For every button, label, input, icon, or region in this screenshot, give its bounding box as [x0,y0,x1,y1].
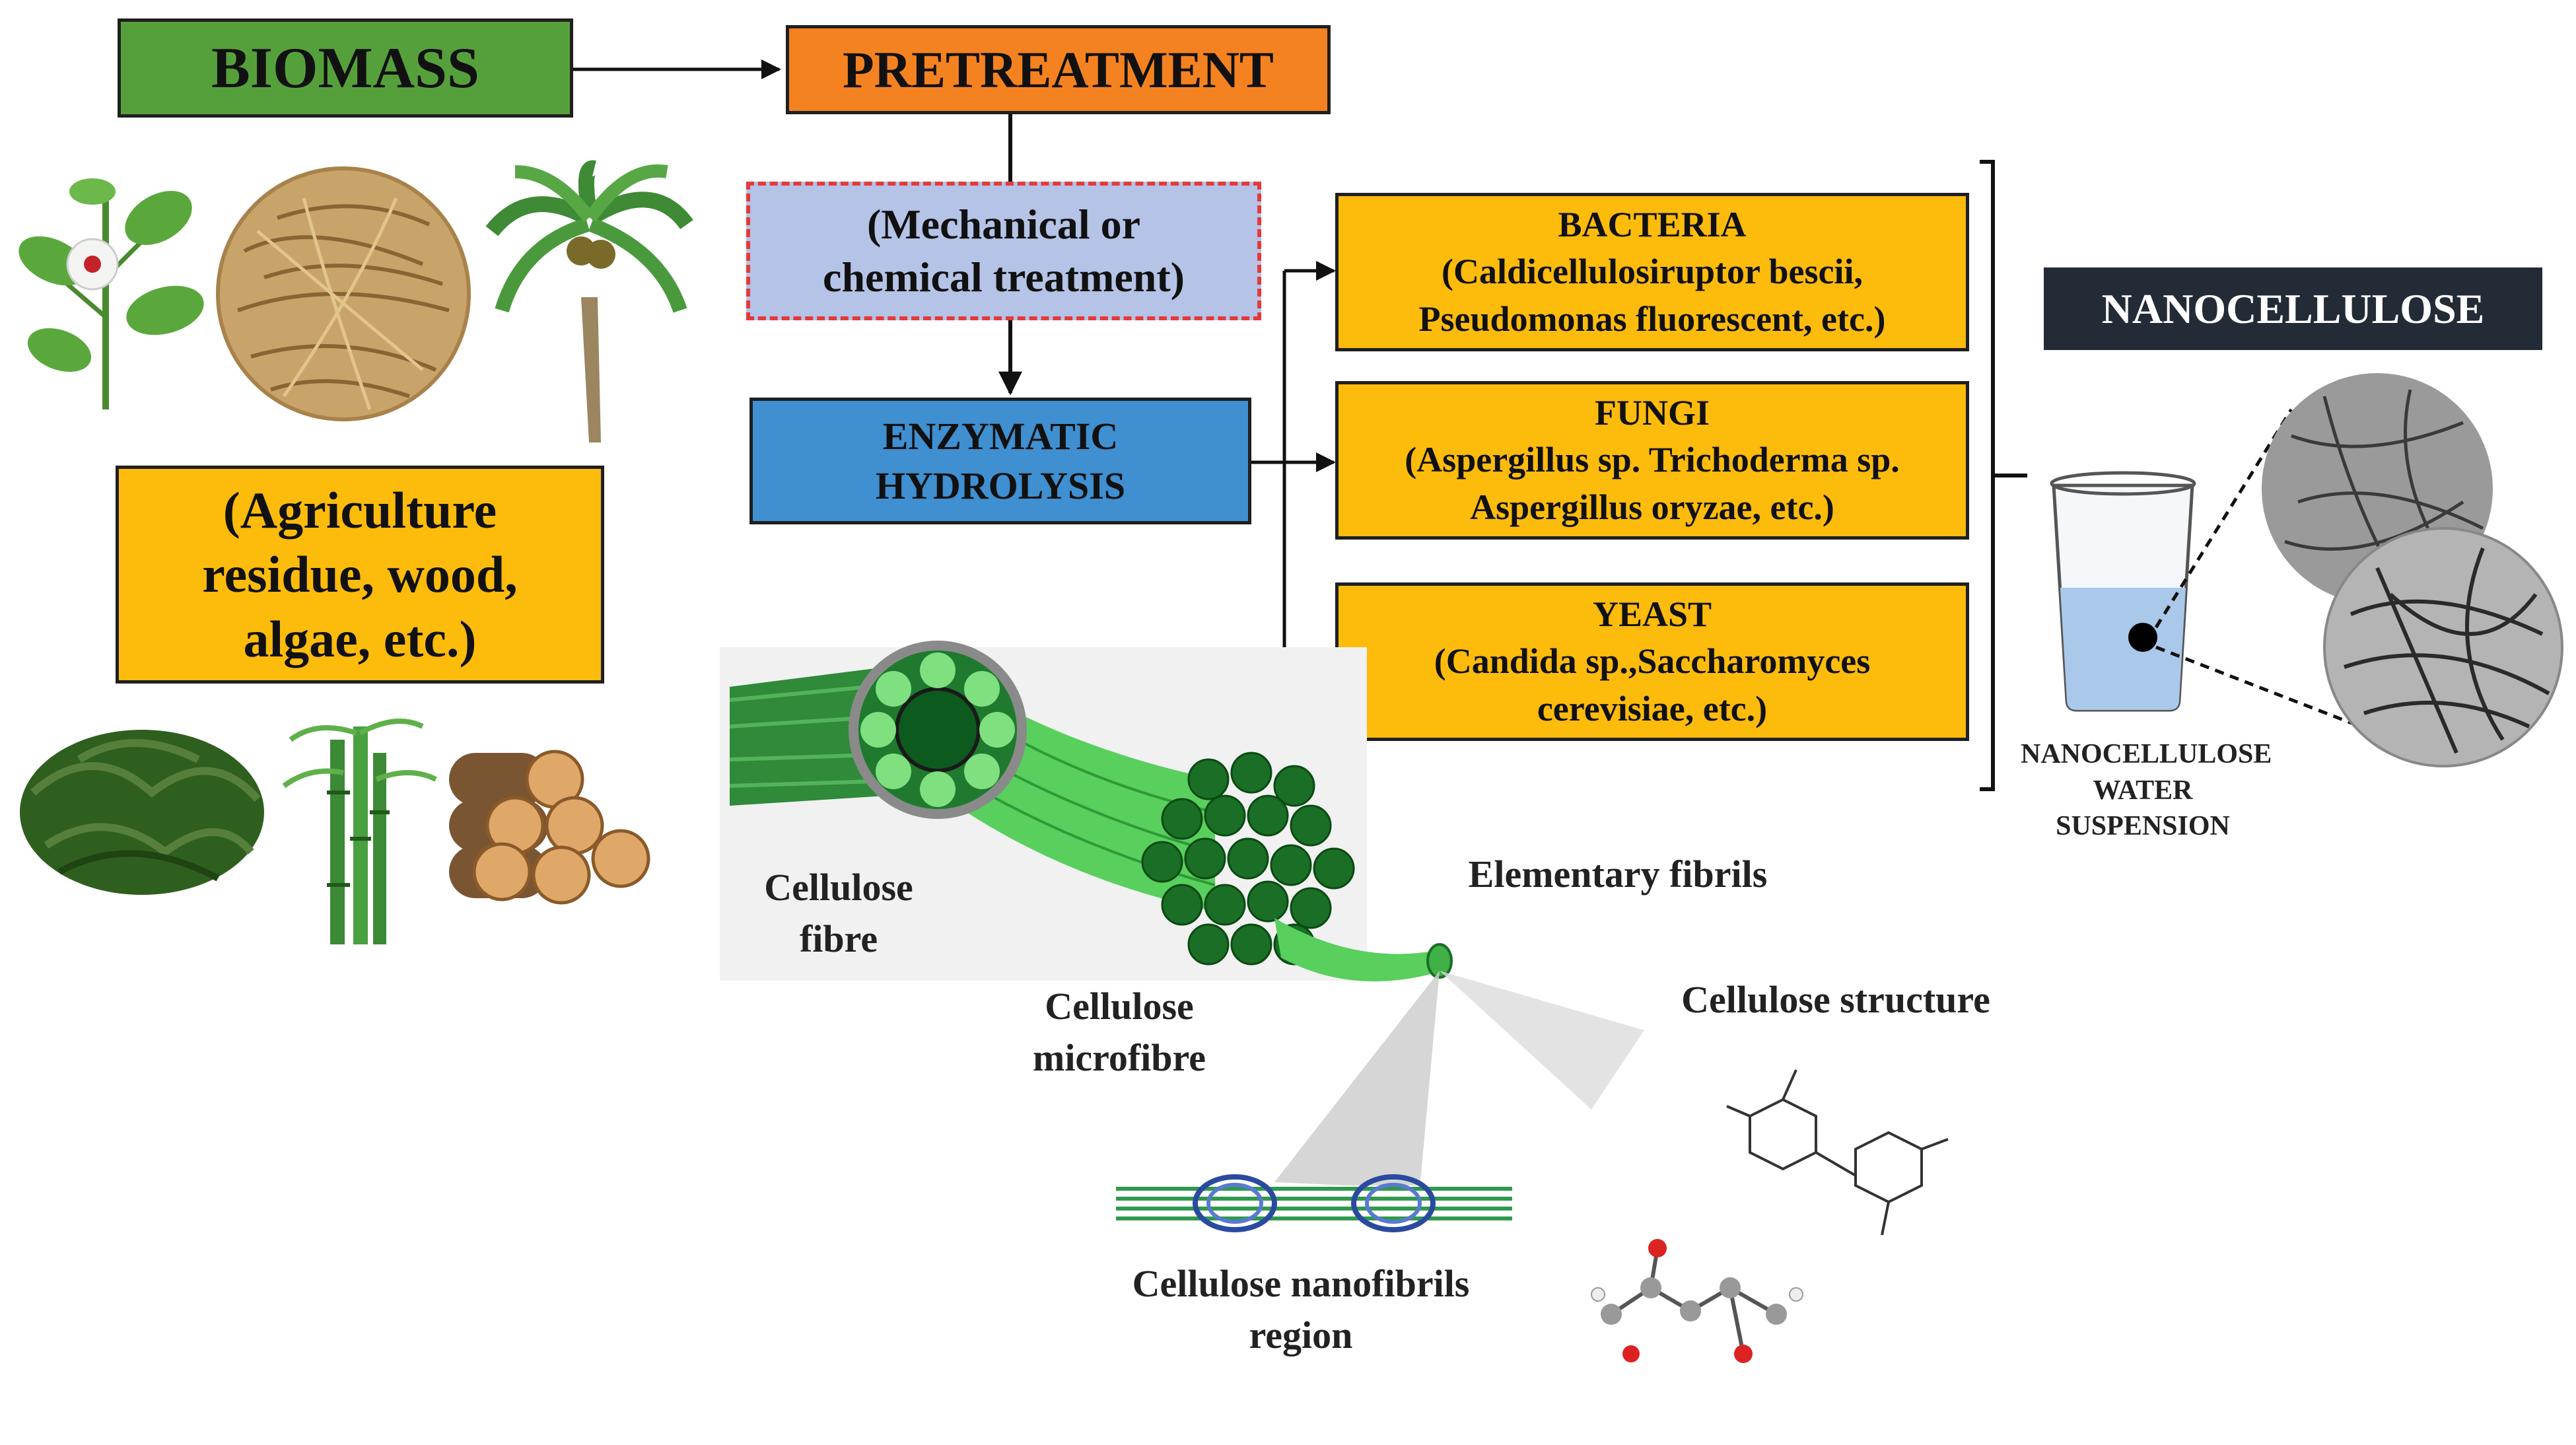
sources-line3: algae, etc.) [243,610,477,668]
sources-line2: residue, wood, [202,546,518,604]
nanocellulose-title: NANOCELLULOSE [2101,285,2485,332]
cellulose-structure-label: Cellulose structure [1644,977,2027,1022]
fungi-title: FUNGI [1595,393,1710,433]
cellulose-structure-diagram [1726,1069,1949,1236]
bamboo-icon [282,719,437,944]
fungi-line1: (Aspergillus sp. Trichoderma sp. [1405,440,1900,480]
tem-image-2 [2323,527,2563,767]
bacteria-box: BACTERIA (Caldicellulosiruptor bescii, P… [1335,193,1969,351]
pretreatment-method-line2: chemical treatment) [823,254,1185,300]
bacteria-line2: Pseudomonas fluorescent, etc.) [1418,299,1886,339]
cellulose-microfibre-line2: microfibre [1033,1036,1206,1080]
elementary-fibril [1274,918,1443,981]
cellulose-nanofibrils-line1: Cellulose nanofibrils [1132,1262,1470,1305]
cellulose-nanofibrils-line2: region [1249,1314,1353,1357]
elementary-fibrils-label: Elementary fibrils [1433,852,1803,896]
cellulose-microfibre-line1: Cellulose [1045,985,1194,1028]
pretreatment-title: PRETREATMENT [843,40,1274,98]
palm-tree-icon [485,160,693,442]
suspension-label: NANOCELLULOSE WATER SUSPENSION [2021,736,2272,845]
straw-residue-icon [216,166,471,421]
enzymatic-hydrolysis-box: ENZYMATIC HYDROLYSIS [749,398,1251,524]
pretreatment-box: PRETREATMENT [786,25,1331,114]
cellulose-fibre-line2: fibre [799,917,878,961]
nanofibrils-region-icon [1116,1174,1512,1232]
nanocellulose-box: NANOCELLULOSE [2044,267,2542,350]
bacteria-title: BACTERIA [1558,205,1747,245]
biomass-box: BIOMASS [118,18,573,118]
suspension-line3: SUSPENSION [2056,811,2230,842]
yeast-line2: cerevisiae, etc.) [1537,688,1768,728]
yeast-title: YEAST [1592,594,1712,635]
zoom-line-2 [2155,645,2378,735]
fungi-line2: Aspergillus oryzae, etc.) [1470,487,1834,527]
cellulose-fibre-line1: Cellulose [764,866,913,909]
hydrolysis-line2: HYDROLYSIS [875,464,1126,507]
sources-line1: (Agriculture [223,481,497,539]
cellulose-nanofibrils-label: Cellulose nanofibrils region [1083,1258,1519,1362]
pretreatment-method-line1: (Mechanical or [866,201,1141,248]
pretreatment-method-box: (Mechanical or chemical treatment) [746,182,1261,320]
cellulose-microfibre-label: Cellulose microfibre [1004,981,1235,1084]
cotton-plant-icon [18,178,204,409]
cellulose-structure-text: Cellulose structure [1681,978,1990,1021]
seaweed-icon [20,730,264,895]
beaker-icon [2050,471,2196,712]
zoom-line-1 [2154,408,2293,629]
yeast-line1: (Candida sp.,Saccharomyces [1434,641,1871,682]
biomass-sources-box: (Agriculture residue, wood, algae, etc.) [116,466,604,684]
yeast-box: YEAST (Candida sp.,Saccharomyces cerevis… [1335,582,1969,741]
elementary-fibrils-text: Elementary fibrils [1468,853,1768,896]
suspension-line1: NANOCELLULOSE [2021,739,2272,769]
hydrolysis-line1: ENZYMATIC [882,414,1119,458]
zoom-cone-nanofibrils [1274,971,1440,1189]
zoom-cone-structure [1440,971,1644,1110]
cellulose-fibre-label: Cellulose fibre [733,862,944,966]
cellulose-molecule-model [1591,1239,1803,1363]
biomass-title: BIOMASS [211,36,479,100]
suspension-line2: WATER [2093,775,2193,806]
fungi-box: FUNGI (Aspergillus sp. Trichoderma sp. A… [1335,381,1969,540]
wood-logs-icon [449,750,650,905]
bacteria-line1: (Caldicellulosiruptor bescii, [1441,252,1863,292]
cellulose-microfibre-bundle [1141,752,1355,966]
